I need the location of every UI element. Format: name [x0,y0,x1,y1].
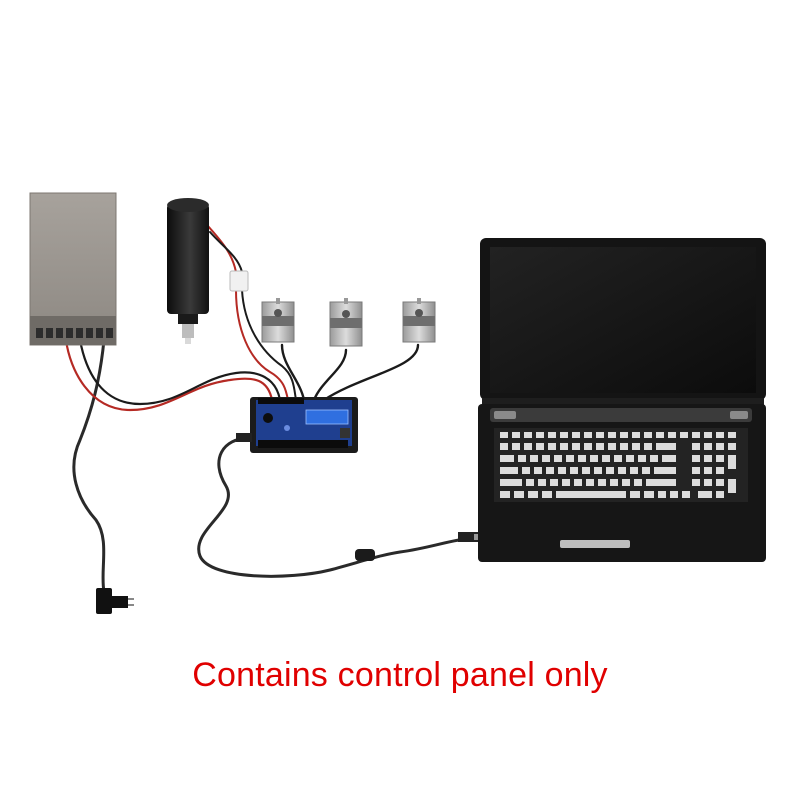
spindle-motor [167,198,209,344]
usb-plug-laptop [458,532,480,542]
stepper3-cable [322,343,420,402]
psu-terminal-block [36,328,113,338]
psu-red-wire [64,338,274,412]
spindle-red-wire [207,225,237,273]
stepper1-cable [280,343,306,402]
stepper2-cable [312,348,348,402]
caption-text: Contains control panel only [192,656,608,694]
stepper-motor-3 [402,298,436,343]
usb-plug-board [236,433,252,442]
keyboard [500,432,736,498]
spindle-black-wire [209,231,243,273]
spindle-lead-black [241,289,297,401]
spindle-lead-red [235,289,289,401]
wires [64,225,474,594]
psu-power-cord [72,338,106,594]
power-plug [96,588,134,614]
usb-ferrite [355,549,375,561]
stepper-motor-1 [261,298,295,343]
stepper-motor-2 [329,298,363,347]
spindle-connector [229,270,249,292]
power-supply [29,192,117,346]
psu-black-wire [78,338,282,406]
laptop [478,238,766,562]
usb-cable [197,436,474,578]
control-board [250,397,358,453]
board-terminals [258,398,348,448]
